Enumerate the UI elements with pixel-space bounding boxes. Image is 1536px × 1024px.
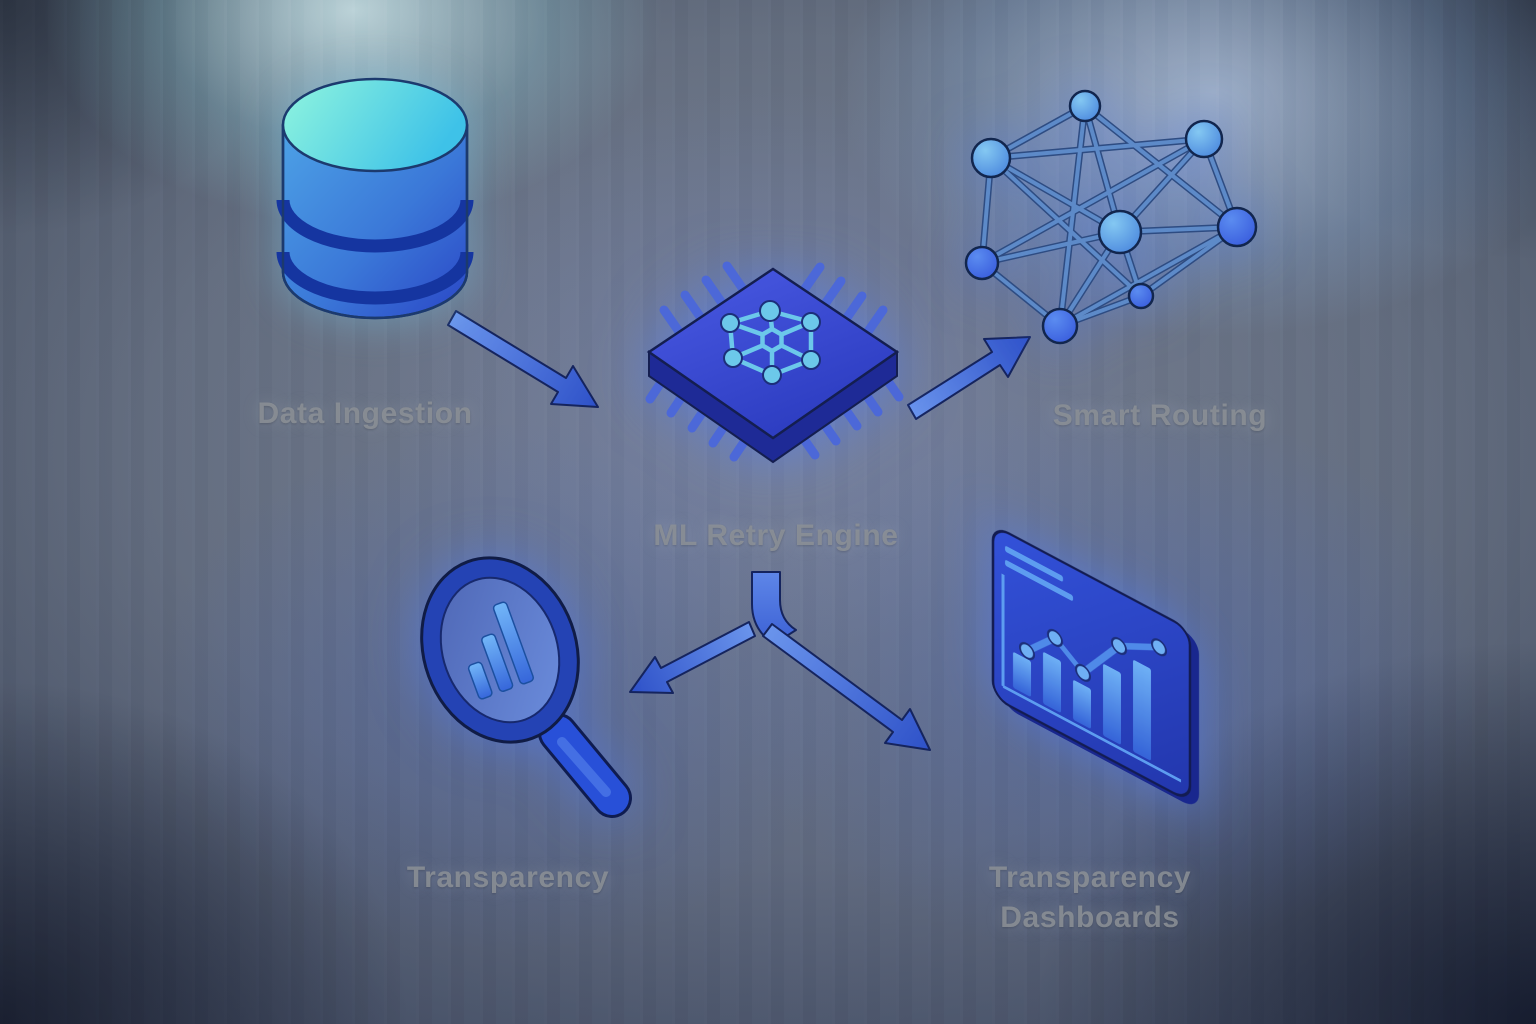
lens-bar-chart xyxy=(467,601,534,700)
label-transparency-dashboards: Transparency Dashboards xyxy=(989,858,1191,938)
database-top xyxy=(281,77,469,173)
chip-glyph-nodes xyxy=(720,300,821,385)
label-smart-routing: Smart Routing xyxy=(1052,399,1268,432)
network-graph-icon xyxy=(964,89,1258,345)
database-groove xyxy=(276,251,474,305)
network-nodes xyxy=(964,89,1258,345)
arrow-engine-split xyxy=(629,571,931,751)
arrow-to-dashboards xyxy=(762,623,931,751)
label-data-ingestion: Data Ingestion xyxy=(257,397,473,430)
chip-network-icon xyxy=(645,261,904,464)
dashboard-chart-icon xyxy=(991,529,1199,805)
magnifier-bar-chart-icon xyxy=(420,556,632,818)
dashboard-axes xyxy=(1001,573,1181,783)
label-transparency: Transparency xyxy=(406,861,610,894)
arrow-to-transparency xyxy=(629,621,756,694)
dashboard-header-lines xyxy=(1005,546,1073,601)
label-ml-retry-engine: ML Retry Engine xyxy=(653,519,899,552)
arrow-engine-to-routing xyxy=(907,336,1031,420)
dashboard-line-dots xyxy=(1019,628,1167,682)
dashboard-bars xyxy=(1013,652,1151,761)
arrow-split-stem xyxy=(751,571,797,645)
database-groove xyxy=(276,199,474,253)
label-line-1: Transparency xyxy=(988,861,1192,894)
arrow-ingestion-to-engine xyxy=(447,310,599,408)
label-line-2: Dashboards xyxy=(1000,901,1180,934)
database-icon xyxy=(276,77,474,320)
